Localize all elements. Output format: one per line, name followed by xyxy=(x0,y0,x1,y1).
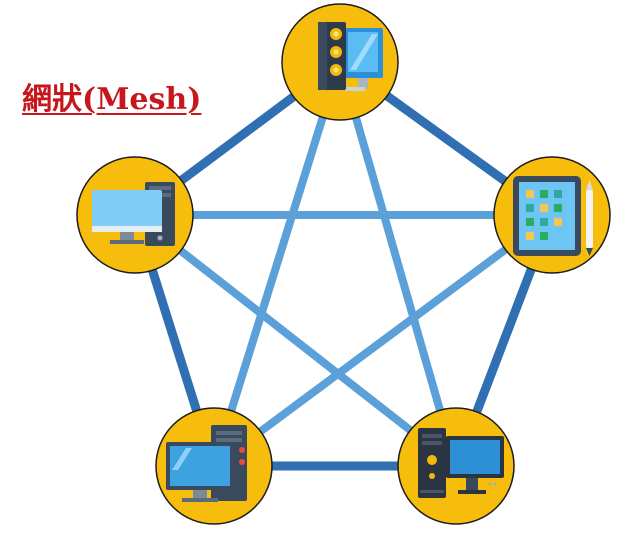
diagram-title: 網狀(Mesh) xyxy=(22,82,202,117)
node-bottom-left xyxy=(155,407,273,525)
link-top-bottom-right xyxy=(336,60,460,468)
link-right-bottom-left xyxy=(211,211,555,470)
node-bottom-right xyxy=(397,407,515,525)
server-tower-icon xyxy=(318,22,383,91)
link-left-bottom-right xyxy=(132,211,459,470)
tablet-stylus-icon xyxy=(513,176,593,256)
node-right xyxy=(493,156,611,274)
desktop-computer-icon xyxy=(418,428,504,498)
link-top-bottom-left xyxy=(210,60,344,468)
desktop-computer-icon xyxy=(92,182,175,246)
desktop-computer-icon xyxy=(166,425,247,502)
node-top xyxy=(281,3,399,121)
node-left xyxy=(76,156,194,274)
links-layer xyxy=(130,58,557,471)
